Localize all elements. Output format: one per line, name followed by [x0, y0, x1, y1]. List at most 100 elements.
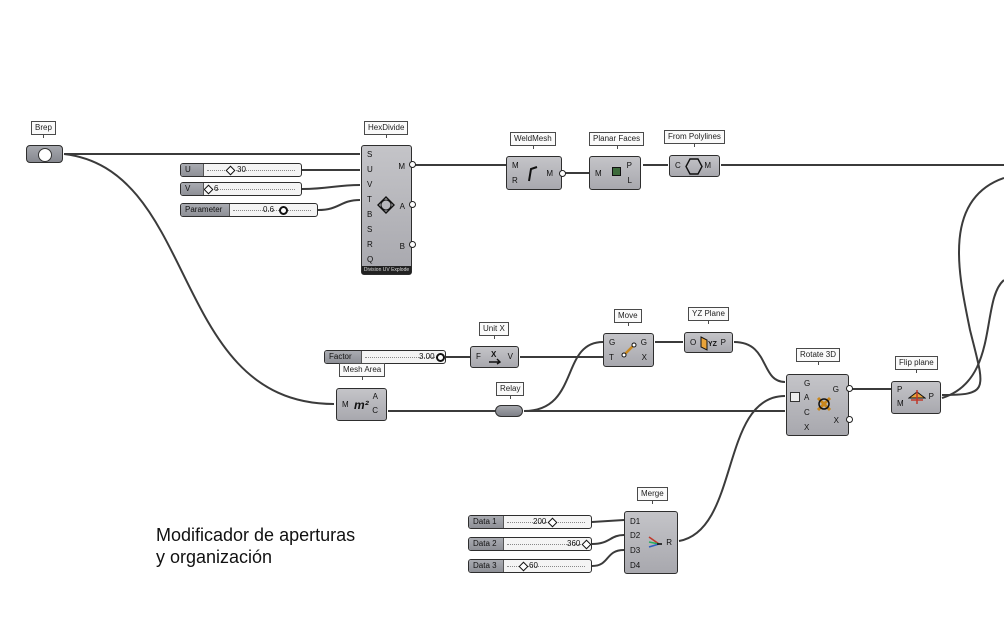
- move-output-x[interactable]: X: [641, 353, 647, 362]
- mesh-area-tag-label: Mesh Area: [343, 365, 382, 374]
- degrees-toggle-icon[interactable]: [790, 392, 800, 402]
- move-output-g[interactable]: G: [640, 338, 647, 347]
- weldmesh-input-r[interactable]: R: [512, 176, 518, 185]
- rotate3d-input-x[interactable]: X: [804, 423, 810, 432]
- rotate3d-output-x[interactable]: X: [833, 416, 839, 425]
- merge-input-d3[interactable]: D3: [630, 546, 641, 555]
- data1-slider[interactable]: Data 1 200: [468, 515, 592, 529]
- rotate3d-tag-label: Rotate 3D: [800, 350, 837, 359]
- hexdivide-input-s2[interactable]: S: [367, 225, 373, 234]
- data3-slider-handle-icon[interactable]: [518, 561, 529, 572]
- move-input-g[interactable]: G: [609, 338, 616, 347]
- yz-plane-component[interactable]: O P YZ: [684, 332, 733, 353]
- merge-input-d2[interactable]: D2: [630, 531, 641, 540]
- hexdivide-out-dot-a[interactable]: [409, 201, 416, 208]
- mesh-area-component[interactable]: M A C m²: [336, 388, 387, 421]
- merge-tag-label: Merge: [641, 489, 664, 498]
- from-polylines-input-c[interactable]: C: [675, 161, 681, 170]
- unit-x-input-f[interactable]: F: [476, 352, 481, 361]
- flip-plane-component[interactable]: P M P: [891, 381, 941, 414]
- rotate3d-input-c[interactable]: C: [804, 408, 810, 417]
- wire-yz-rotate: [733, 341, 786, 383]
- hexdivide-output-b[interactable]: B: [399, 242, 405, 251]
- hexdivide-component[interactable]: S U V T B S R Q M A B Division UV Explod…: [361, 145, 412, 275]
- yz-plane-output-p[interactable]: P: [720, 338, 726, 347]
- data1-slider-label: Data 1: [469, 516, 504, 528]
- data3-slider[interactable]: Data 3 60: [468, 559, 592, 573]
- weldmesh-output-m[interactable]: M: [546, 169, 553, 178]
- merge-input-d4[interactable]: D4: [630, 561, 641, 570]
- weldmesh-tag: WeldMesh: [510, 132, 556, 149]
- rotate3d-out-dot-g[interactable]: [846, 385, 853, 392]
- wire-data3-merge: [591, 549, 625, 567]
- hexdivide-input-b[interactable]: B: [367, 210, 373, 219]
- mesh-area-input-m[interactable]: M: [342, 400, 349, 409]
- data1-slider-handle-icon[interactable]: [547, 517, 558, 528]
- parameter-slider[interactable]: Parameter 0.6: [180, 203, 318, 217]
- yz-plane-input-o[interactable]: O: [690, 338, 697, 347]
- planar-faces-tag-label: Planar Faces: [593, 134, 641, 143]
- flip-plane-input-m[interactable]: M: [897, 399, 904, 408]
- data2-slider[interactable]: Data 2 360: [468, 537, 592, 551]
- factor-slider-handle-icon[interactable]: [436, 353, 445, 362]
- planar-faces-input-m[interactable]: M: [595, 169, 602, 178]
- hexdivide-input-v[interactable]: V: [367, 180, 373, 189]
- unit-x-tag: Unit X: [479, 322, 509, 339]
- flip-plane-input-p[interactable]: P: [897, 385, 903, 394]
- hexdivide-input-t[interactable]: T: [367, 195, 372, 204]
- rotate3d-input-a[interactable]: A: [804, 393, 810, 402]
- hexdivide-out-dot-b[interactable]: [409, 241, 416, 248]
- flip-plane-output-p[interactable]: P: [928, 392, 934, 401]
- rotate3d-component[interactable]: G A C X G X: [786, 374, 849, 436]
- hexdivide-input-s[interactable]: S: [367, 150, 373, 159]
- rotate3d-input-g[interactable]: G: [804, 379, 811, 388]
- hexdivide-input-r[interactable]: R: [367, 240, 373, 249]
- caption-line-1: Modificador de aperturas: [156, 525, 356, 545]
- planar-faces-component[interactable]: M P L: [589, 156, 641, 190]
- weldmesh-input-m[interactable]: M: [512, 161, 519, 170]
- mesh-area-output-c[interactable]: C: [372, 406, 378, 415]
- planar-faces-output-p[interactable]: P: [626, 161, 632, 170]
- hexdivide-output-a[interactable]: A: [399, 202, 405, 211]
- data2-slider-value: 360: [567, 539, 581, 548]
- data2-slider-handle-icon[interactable]: [581, 539, 592, 550]
- planar-faces-output-l[interactable]: L: [627, 176, 632, 185]
- hexdivide-out-dot-m[interactable]: [409, 161, 416, 168]
- hexdivide-input-q[interactable]: Q: [367, 255, 374, 264]
- move-component[interactable]: G T G X: [603, 333, 654, 367]
- parameter-slider-label: Parameter: [181, 204, 230, 216]
- u-slider-handle-icon[interactable]: [225, 165, 236, 176]
- svg-text:X: X: [491, 350, 497, 359]
- rotate-icon: [816, 396, 832, 412]
- merge-component[interactable]: D1 D2 D3 D4 R: [624, 511, 678, 574]
- factor-slider[interactable]: Factor 3.00: [324, 350, 446, 364]
- rotate3d-out-dot-x[interactable]: [846, 416, 853, 423]
- from-polylines-output-m[interactable]: M: [704, 161, 711, 170]
- wire-merge-rotate: [678, 395, 786, 542]
- brep-param[interactable]: [26, 145, 63, 163]
- brep-tag-label: Brep: [35, 123, 52, 132]
- weldmesh-component[interactable]: M R M: [506, 156, 562, 190]
- unit-x-component[interactable]: F V X: [470, 346, 519, 368]
- unit-x-tag-label: Unit X: [483, 324, 505, 333]
- v-slider-handle-icon[interactable]: [203, 184, 214, 195]
- u-slider[interactable]: U 30: [180, 163, 302, 177]
- merge-output-r[interactable]: R: [666, 538, 672, 547]
- weldmesh-out-dot[interactable]: [559, 170, 566, 177]
- hexdivide-output-m[interactable]: M: [398, 162, 405, 171]
- parameter-slider-handle-icon[interactable]: [279, 206, 288, 215]
- move-input-t[interactable]: T: [609, 353, 614, 362]
- rotate3d-output-g[interactable]: G: [832, 385, 839, 394]
- v-slider[interactable]: V 6: [180, 182, 302, 196]
- flip-plane-tag: Flip plane: [895, 356, 938, 373]
- hexdivide-input-u[interactable]: U: [367, 165, 373, 174]
- from-polylines-component[interactable]: C M: [669, 155, 720, 177]
- mesh-area-output-a[interactable]: A: [372, 392, 378, 401]
- relay-node[interactable]: [495, 405, 523, 417]
- wire-right-return-1: [941, 177, 1004, 396]
- from-polylines-tag: From Polylines: [664, 130, 725, 147]
- merge-input-d1[interactable]: D1: [630, 517, 641, 526]
- unit-x-output-v[interactable]: V: [507, 352, 513, 361]
- mesh-area-tag: Mesh Area: [339, 363, 386, 380]
- u-slider-label: U: [181, 164, 204, 176]
